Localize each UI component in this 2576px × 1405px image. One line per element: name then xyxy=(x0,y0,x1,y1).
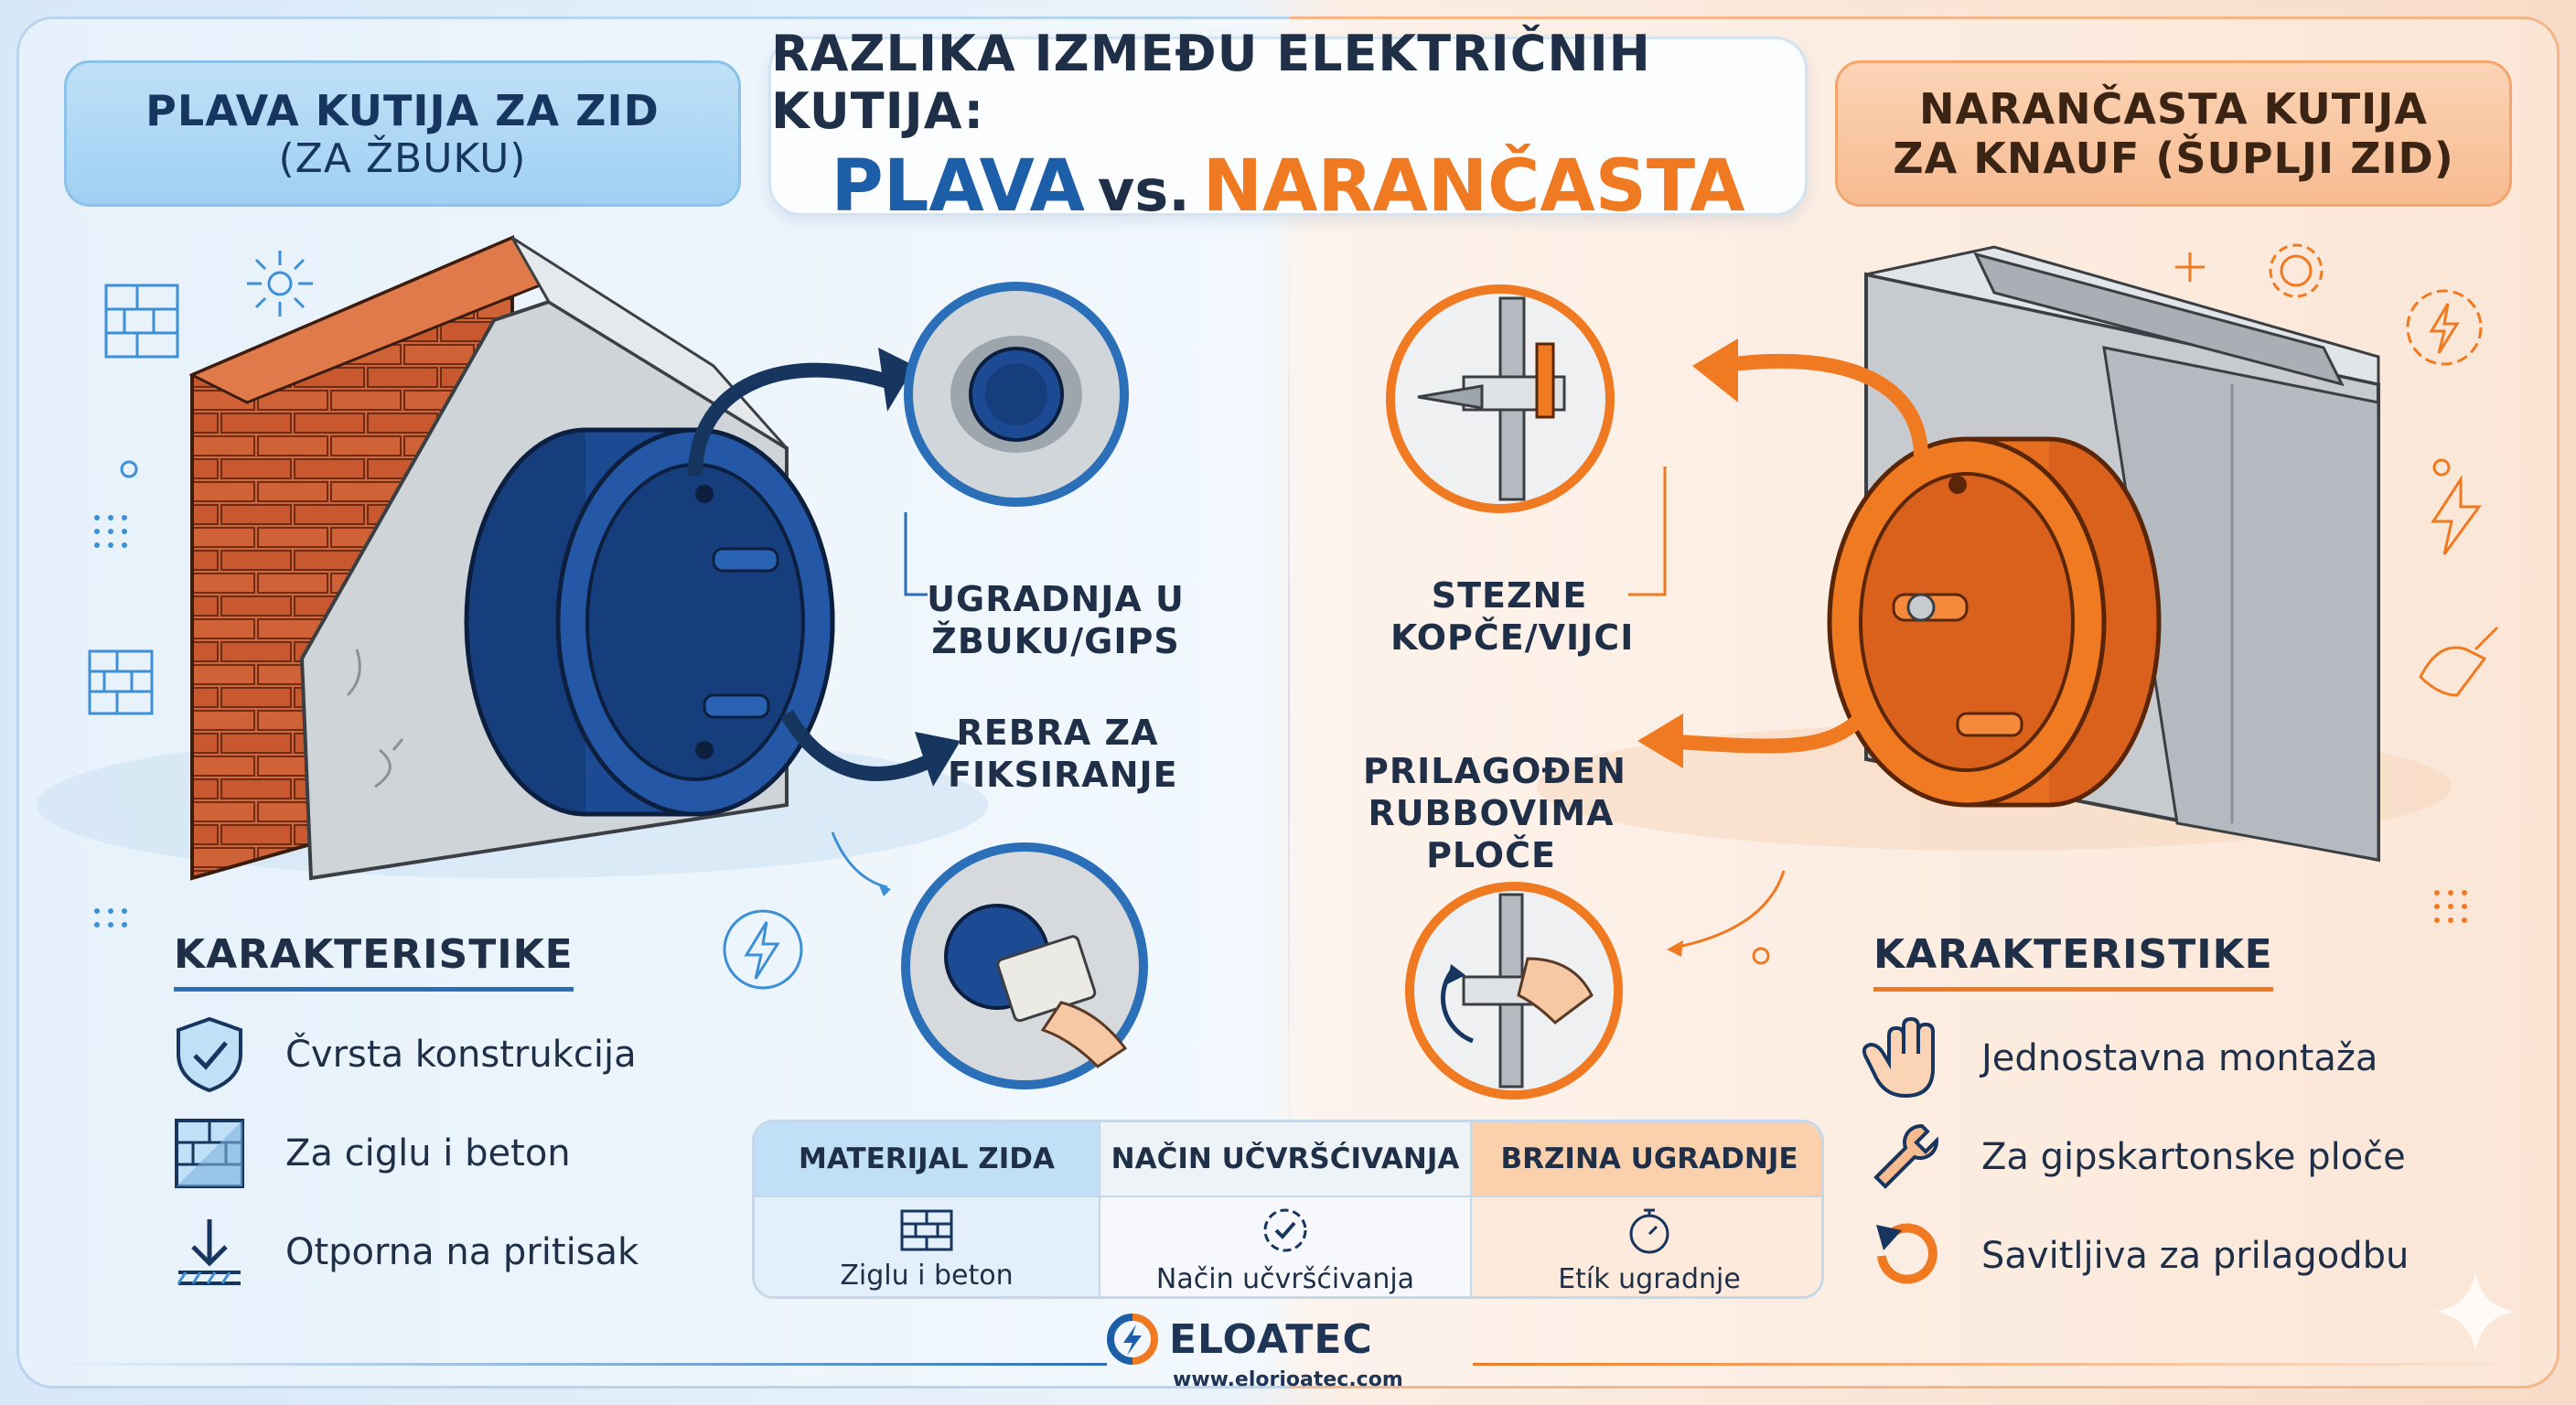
table-cell-fixing: Način učvršćivanja xyxy=(1099,1196,1472,1296)
eloatec-logo-icon xyxy=(1107,1314,1158,1365)
main-title: RAZLIKA IZMEĐU ELEKTRIČNIH KUTIJA: PLAVA… xyxy=(768,25,1808,228)
table-header-material: MATERIJAL ZIDA xyxy=(755,1122,1099,1196)
footer-line-right xyxy=(1473,1363,2525,1366)
dots-icon-right xyxy=(2434,890,2467,923)
blue-box-heading: PLAVA KUTIJA ZA ZID (ZA ŽBUKU) xyxy=(64,60,741,207)
left-feature-1: Čvrsta konstrukcija xyxy=(170,1015,637,1094)
table-cell-speed: Etík ugradnje xyxy=(1472,1196,1821,1296)
dots-icon-left-2 xyxy=(94,908,127,928)
blue-heading-line2: (ZA ŽBUKU) xyxy=(278,134,527,182)
callout-bracket-clamps xyxy=(1628,467,1667,596)
left-feature-1-text: Čvrsta konstrukcija xyxy=(285,1034,637,1076)
bricks-outline-icon xyxy=(104,284,179,359)
small-arrow-down xyxy=(831,831,891,896)
callout-ribs: REBRA ZA FIKSIRANJE xyxy=(948,713,1178,795)
left-features-title: KARAKTERISTIKE xyxy=(174,931,574,992)
plastering-detail-circle xyxy=(901,842,1148,1089)
install-detail-circle xyxy=(904,282,1129,507)
right-feature-3-text: Savitljiva za prilagodbu xyxy=(1981,1235,2410,1277)
gear-check-icon xyxy=(1263,1208,1307,1251)
orange-heading-line2: ZA KNAUF (ŠUPLJI ZID) xyxy=(1893,134,2454,183)
bricks-outline-icon-2 xyxy=(88,649,154,715)
lightning-icon xyxy=(2431,474,2482,555)
table-header-speed: BRZINA UGRADNJE xyxy=(1472,1122,1821,1196)
wrench-icon xyxy=(1866,1118,1945,1196)
orange-heading-line1: NARANČASTA KUTIJA xyxy=(1919,84,2428,134)
small-circle-icon-right-2 xyxy=(1752,947,1770,965)
left-feature-2: Za ciglu i beton xyxy=(170,1114,571,1193)
center-divider xyxy=(1288,220,1290,1180)
right-frame-border xyxy=(1290,16,2560,1389)
plus-icon xyxy=(2175,252,2205,282)
blue-electrical-box xyxy=(464,427,835,817)
table-header-fixing: NAČIN UČVRŠĆIVANJA xyxy=(1099,1122,1472,1196)
left-feature-2-text: Za ciglu i beton xyxy=(285,1132,571,1174)
callout-clamps: STEZNE KOPČE/VIJCI xyxy=(1390,575,1635,658)
right-feature-1-text: Jednostavna montaža xyxy=(1981,1037,2378,1079)
comparison-table: MATERIJAL ZIDA NAČIN UČVRŠĆIVANJA BRZINA… xyxy=(752,1120,1824,1299)
lightning-circle-icon xyxy=(723,909,803,990)
arrow-to-install-detail xyxy=(688,348,915,477)
pressure-arrow-icon xyxy=(170,1213,249,1292)
table-cell-material: Ziglu i beton xyxy=(755,1196,1099,1296)
callout-edges: PRILAGOĐEN RUBBOVIMA PLOČE xyxy=(1363,751,1626,875)
hand-drawing-icon xyxy=(2419,626,2499,697)
brand-logo: ELOATEC xyxy=(1107,1314,1373,1365)
brick-pattern-icon xyxy=(170,1114,249,1193)
left-feature-3: Otporna na pritisak xyxy=(170,1213,639,1292)
right-feature-1: Jednostavna montaža xyxy=(1862,1016,2378,1099)
title-vs: vs. xyxy=(1097,157,1190,224)
orange-box-heading: NARANČASTA KUTIJA ZA KNAUF (ŠUPLJI ZID) xyxy=(1835,60,2512,207)
small-circle-icon xyxy=(120,460,138,478)
table-cell-material-text: Ziglu i beton xyxy=(840,1259,1014,1292)
title-orange-word: NARANČASTA xyxy=(1202,145,1745,228)
right-features-title: KARAKTERISTIKE xyxy=(1873,931,2273,992)
lightning-gear-icon xyxy=(2406,289,2483,366)
rotate-arrow-icon xyxy=(1866,1217,1945,1295)
sparkle-icon xyxy=(247,251,313,316)
right-feature-2: Za gipskartonske ploče xyxy=(1866,1118,2406,1196)
stopwatch-icon xyxy=(1629,1208,1669,1253)
brick-icon xyxy=(900,1209,953,1250)
table-cell-fixing-text: Način učvršćivanja xyxy=(1155,1262,1415,1295)
right-feature-2-text: Za gipskartonske ploče xyxy=(1981,1136,2406,1178)
blue-heading-line1: PLAVA KUTIJA ZA ZID xyxy=(145,85,660,135)
hand-icon xyxy=(1862,1016,1945,1099)
arrow-to-clamp-detail xyxy=(1692,338,1928,458)
title-blue-word: PLAVA xyxy=(831,145,1085,228)
shield-check-icon xyxy=(170,1015,249,1094)
footer-line-left xyxy=(55,1363,1107,1366)
tightening-detail-circle xyxy=(1405,882,1623,1099)
callout-bracket-install xyxy=(904,512,928,596)
right-feature-3: Savitljiva za prilagodbu xyxy=(1866,1217,2409,1295)
title-line1: RAZLIKA IZMEĐU ELEKTRIČNIH KUTIJA: xyxy=(771,25,1651,140)
website-url[interactable]: www.elorioatec.com xyxy=(1173,1368,1403,1391)
dots-icon-left xyxy=(94,515,127,548)
star-sparkle-icon xyxy=(2435,1271,2516,1352)
orange-electrical-box xyxy=(1827,436,2162,808)
table-cell-speed-text: Etík ugradnje xyxy=(1558,1262,1741,1295)
arrow-to-edge-label xyxy=(1637,708,1872,768)
brand-name: ELOATEC xyxy=(1169,1315,1373,1363)
left-feature-3-text: Otporna na pritisak xyxy=(285,1231,639,1273)
callout-install: UGRADNJA U ŽBUKU/GIPS xyxy=(927,579,1185,661)
small-circle-icon-right xyxy=(2432,458,2451,477)
arrow-to-ribs-label xyxy=(780,709,961,787)
small-arrow-orange xyxy=(1667,870,1786,957)
clamp-detail-circle xyxy=(1386,284,1615,513)
gear-icon xyxy=(2269,243,2324,298)
